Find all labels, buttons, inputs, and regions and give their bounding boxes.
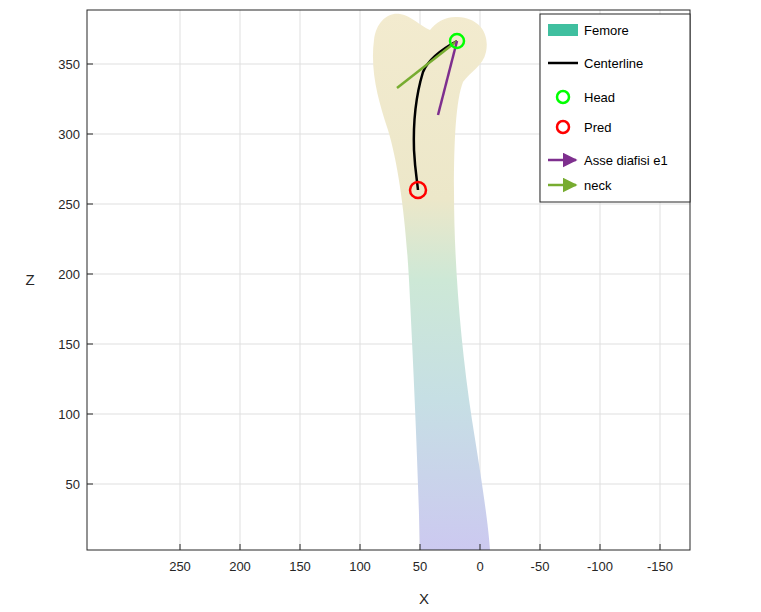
tick-mark	[87, 274, 93, 275]
grid-line	[87, 344, 690, 345]
legend-label: Head	[584, 91, 615, 104]
grid-line	[360, 10, 361, 550]
tick-mark	[480, 544, 481, 550]
tick-label: 350	[58, 58, 80, 71]
grid-line	[300, 10, 301, 550]
tick-mark	[360, 544, 361, 550]
tick-label: -50	[531, 560, 550, 573]
legend-label: Centerline	[584, 57, 643, 70]
legend-label: Femore	[584, 24, 629, 37]
tick-label: 250	[169, 560, 191, 573]
femur-surface	[373, 14, 490, 550]
legend-marker-sample	[557, 121, 569, 133]
tick-label: 250	[58, 198, 80, 211]
tick-label: -150	[647, 560, 673, 573]
pred-marker	[410, 182, 426, 198]
legend-swatch	[548, 24, 578, 36]
tick-label: 300	[58, 128, 80, 141]
axis-title: X	[419, 591, 429, 606]
tick-mark	[600, 544, 601, 550]
legend-label: Asse diafisi e1	[584, 154, 668, 167]
legend-label: neck	[584, 179, 611, 192]
grid-line	[87, 484, 690, 485]
tick-mark	[300, 544, 301, 550]
legend-arrow-sample	[548, 184, 576, 187]
tick-label: 200	[58, 268, 80, 281]
grid-line	[240, 10, 241, 550]
grid-line	[87, 204, 690, 205]
tick-label: 100	[349, 560, 371, 573]
tick-label: 150	[289, 560, 311, 573]
tick-mark	[540, 544, 541, 550]
tick-label: 200	[229, 560, 251, 573]
tick-mark	[660, 544, 661, 550]
grid-line	[180, 10, 181, 550]
grid-line	[87, 414, 690, 415]
tick-mark	[180, 544, 181, 550]
tick-mark	[87, 64, 93, 65]
tick-mark	[87, 484, 93, 485]
tick-mark	[87, 414, 93, 415]
axes-background	[87, 10, 690, 550]
grid-lines	[87, 10, 690, 550]
legend-marker-sample	[557, 91, 569, 103]
head-marker	[450, 34, 464, 48]
axes-box	[87, 10, 690, 550]
legend-line-sample	[548, 62, 578, 65]
legend-box	[540, 14, 690, 202]
tick-mark	[420, 544, 421, 550]
tick-mark	[87, 204, 93, 205]
legend-label: Pred	[584, 121, 611, 134]
tick-label: 100	[58, 408, 80, 421]
tick-label: 0	[476, 560, 483, 573]
tick-mark	[87, 134, 93, 135]
tick-label: -100	[587, 560, 613, 573]
diaphysis-axis-vector	[438, 41, 457, 115]
tick-label: 150	[58, 338, 80, 351]
grid-line	[87, 274, 690, 275]
tick-label: 50	[413, 560, 427, 573]
tick-mark	[240, 544, 241, 550]
tick-mark	[87, 344, 93, 345]
legend-arrow-sample	[548, 159, 576, 162]
centerline-curve	[414, 41, 457, 190]
axis-title: Z	[25, 272, 34, 287]
tick-label: 50	[66, 478, 80, 491]
